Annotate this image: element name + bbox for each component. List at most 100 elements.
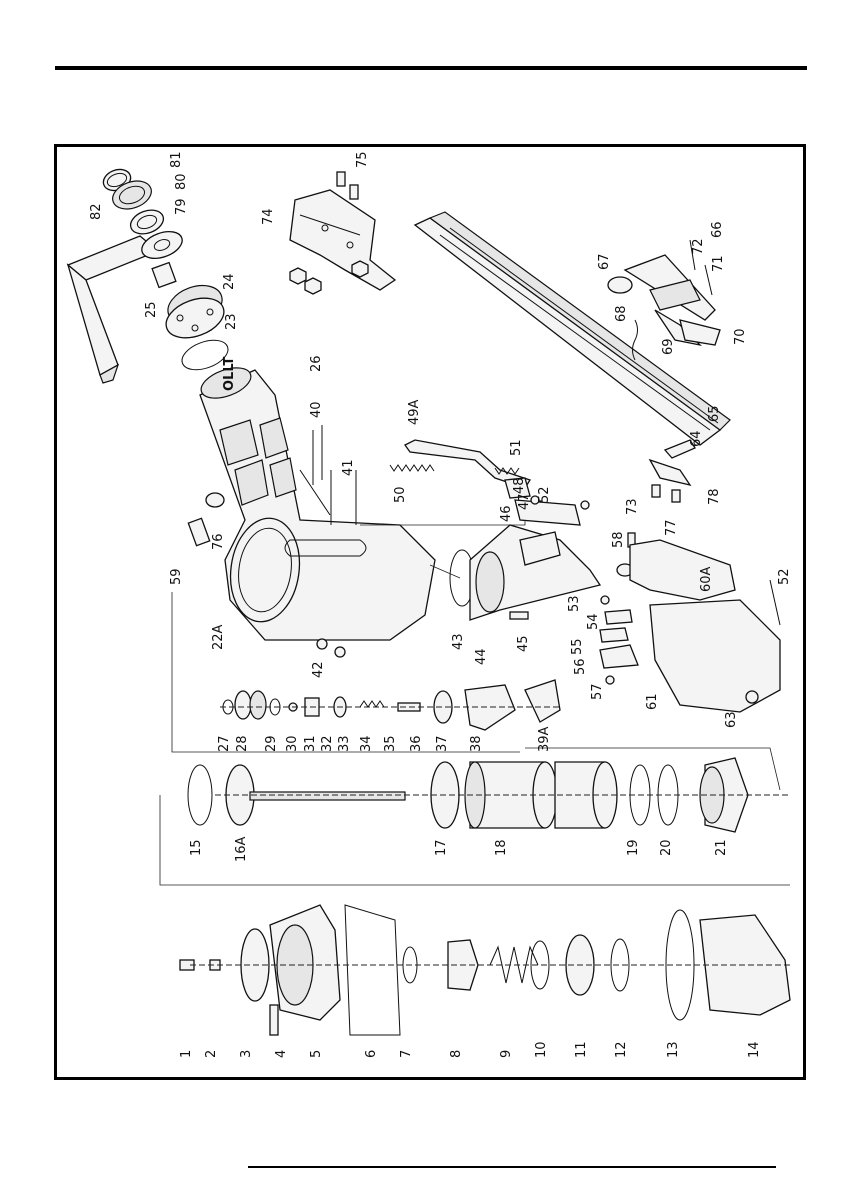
- part-label-p54: 54: [586, 613, 601, 630]
- part-label-p14: 14: [747, 1041, 762, 1058]
- spring-50: [390, 465, 434, 471]
- part-label-p20: 20: [659, 839, 674, 856]
- part-label-p23: 23: [224, 313, 239, 330]
- part-label-p47: 47: [517, 493, 532, 510]
- part-label-p31: 31: [303, 735, 318, 752]
- nut-42a: [317, 639, 327, 649]
- part-53: [601, 596, 609, 604]
- part-label-p61: 61: [645, 693, 660, 710]
- part-label-p1: 1: [179, 1050, 194, 1058]
- part-label-p30: 30: [285, 735, 300, 752]
- part-label-p45: 45: [516, 635, 531, 652]
- part-label-p44: 44: [474, 648, 489, 665]
- part-label-p25: 25: [144, 301, 159, 318]
- part-label-p8: 8: [449, 1050, 464, 1058]
- screws-75: [337, 172, 358, 199]
- part-label-p74: 74: [261, 208, 276, 225]
- part-label-p46: 46: [499, 505, 514, 522]
- part-label-p26: 26: [309, 355, 324, 372]
- part-label-p63: 63: [724, 711, 739, 728]
- part-label-p75: 75: [355, 151, 370, 168]
- part-label-p73: 73: [625, 498, 640, 515]
- part-label-p48: 48: [512, 477, 527, 494]
- part-label-p24: 24: [222, 273, 237, 290]
- part-label-p13: 13: [666, 1041, 681, 1058]
- part-label-p65: 65: [707, 405, 722, 422]
- part-label-p6: 6: [364, 1050, 379, 1058]
- part-label-p79: 79: [174, 198, 189, 215]
- part-label-p29: 29: [264, 735, 279, 752]
- part-label-p52b: 52: [777, 568, 792, 585]
- part-label-p76: 76: [211, 533, 226, 550]
- part-label-p18: 18: [494, 839, 509, 856]
- housing-stamp: OLLT: [222, 357, 237, 391]
- part-label-p64: 64: [689, 430, 704, 447]
- oring-15: [188, 765, 212, 825]
- part-label-p72: 72: [691, 238, 706, 255]
- valve-row: [223, 680, 560, 730]
- part-label-p5: 5: [309, 1050, 324, 1058]
- bolt-45: [510, 612, 528, 619]
- part-label-p9: 9: [499, 1050, 514, 1058]
- cap-row: [180, 905, 790, 1035]
- part-label-p52a: 52: [537, 486, 552, 503]
- nuts-26: [290, 261, 368, 294]
- part-label-p81: 81: [169, 151, 184, 168]
- part-label-p19: 19: [626, 839, 641, 856]
- screw-77a: [652, 485, 660, 497]
- part-label-p43: 43: [451, 633, 466, 650]
- part-label-p66: 66: [710, 221, 725, 238]
- part-label-p56: 56: [573, 658, 588, 675]
- guide-60A: [630, 540, 735, 600]
- part-label-p42: 42: [311, 661, 326, 678]
- part-label-p71: 71: [711, 255, 726, 272]
- nose-cover-61: [650, 600, 780, 712]
- part-label-p12: 12: [614, 1041, 629, 1058]
- part-label-p77: 77: [664, 519, 679, 536]
- nut-63: [746, 691, 758, 703]
- part-label-p53: 53: [567, 595, 582, 612]
- part-label-p40: 40: [309, 401, 324, 418]
- part-label-p21: 21: [714, 839, 729, 856]
- part-label-p59: 59: [169, 568, 184, 585]
- part-label-p49a: 49A: [407, 399, 422, 425]
- plate-78: [650, 460, 690, 485]
- part-label-p7: 7: [399, 1050, 414, 1058]
- part-label-p28: 28: [235, 735, 250, 752]
- part-label-p57: 57: [590, 683, 605, 700]
- part-label-p67: 67: [597, 253, 612, 270]
- part-label-p50: 50: [393, 486, 408, 503]
- part-label-p82: 82: [89, 203, 104, 220]
- part-label-p3: 3: [239, 1050, 254, 1058]
- nut-42b: [335, 647, 345, 657]
- pin-62: [770, 580, 780, 625]
- part-label-p35: 35: [383, 735, 398, 752]
- part-label-p38: 38: [469, 735, 484, 752]
- part-label-p70: 70: [733, 328, 748, 345]
- part-label-p41: 41: [341, 459, 356, 476]
- part-label-p69: 69: [661, 338, 676, 355]
- part-label-p55: 55: [570, 638, 585, 655]
- part-label-p2: 2: [204, 1050, 219, 1058]
- part-label-p33: 33: [337, 735, 352, 752]
- part-label-p32: 32: [320, 735, 335, 752]
- part-label-p78: 78: [707, 488, 722, 505]
- part-label-p10: 10: [534, 1041, 549, 1058]
- part-label-p22a: 22A: [211, 624, 226, 650]
- part-label-p15: 15: [189, 839, 204, 856]
- part-label-p27: 27: [217, 735, 232, 752]
- part-label-p39a: 39A: [537, 726, 552, 752]
- part-label-p34: 34: [359, 735, 374, 752]
- part-label-p4: 4: [274, 1050, 289, 1058]
- part-label-p37: 37: [435, 735, 450, 752]
- part-label-p68: 68: [614, 305, 629, 322]
- part-label-p16a: 16A: [234, 836, 249, 862]
- part-label-p60a: 60A: [699, 566, 714, 592]
- part-label-p36: 36: [409, 735, 424, 752]
- trigger-small-parts: [600, 610, 638, 684]
- part-label-p51: 51: [509, 439, 524, 456]
- part-label-p17: 17: [434, 839, 449, 856]
- part-label-p80: 80: [174, 173, 189, 190]
- screw-77b: [672, 490, 680, 502]
